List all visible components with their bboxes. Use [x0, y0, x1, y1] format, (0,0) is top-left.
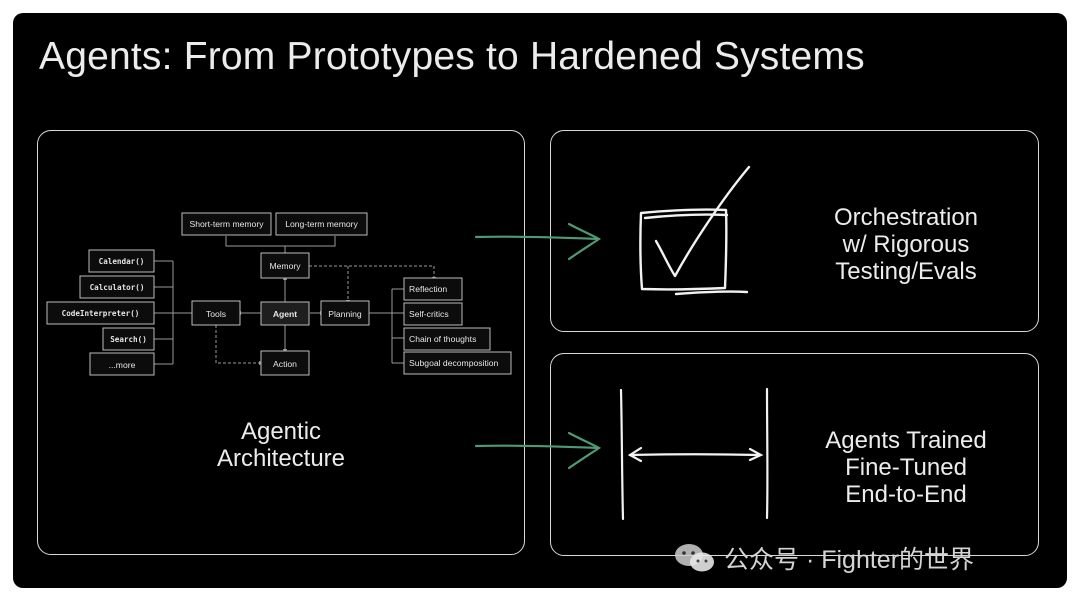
arrow-top-head — [567, 222, 602, 261]
tools-label: Tools — [206, 309, 226, 319]
checkbox-bottom-stroke — [674, 290, 749, 296]
tool-list: Calendar() Calculator() CodeInterpreter(… — [46, 249, 155, 376]
checkbox-top-retrace — [643, 213, 729, 220]
short-term-memory-box — [181, 212, 272, 236]
orchestration-line-3: Testing/Evals — [835, 258, 977, 285]
tool-calendar-box — [88, 249, 155, 273]
arrow-top-shaft — [474, 235, 600, 241]
dashed-memory-reflection — [309, 265, 435, 278]
planning-list: Reflection Self-critics Chain of thought… — [403, 277, 512, 375]
connector-memory-types — [225, 236, 336, 247]
span-arrow-sketch-icon — [619, 387, 769, 521]
tool-more-label: ...more — [109, 360, 136, 370]
slide: Agents: From Prototypes to Hardened Syst… — [13, 13, 1067, 588]
reflection-box — [403, 277, 463, 301]
orchestration-label: Orchestration w/ Rigorous Testing/Evals — [803, 204, 1009, 285]
action-label: Action — [273, 359, 297, 369]
core-nodes: Memory Agent Tools Planning Action — [191, 252, 370, 376]
agentic-architecture-panel — [37, 130, 525, 555]
self-critics-label: Self-critics — [409, 309, 449, 319]
wechat-icon — [675, 544, 714, 572]
watermark-text: 公众号 · Fighter的世界 — [724, 546, 975, 574]
agent-label: Agent — [273, 309, 297, 319]
self-critics-box — [403, 302, 463, 326]
tool-search-label: Search() — [110, 335, 147, 344]
trained-agents-label: Agents Trained Fine-Tuned End-to-End — [803, 427, 1009, 508]
green-arrow-icon — [474, 222, 602, 470]
dashed-tools-action — [215, 325, 260, 364]
trained-agents-panel — [550, 353, 1039, 556]
arrow-bottom-head — [567, 431, 602, 470]
architecture-line-1: Agentic — [240, 418, 322, 445]
tool-codeinterpreter-box — [46, 301, 155, 325]
orchestration-panel — [550, 130, 1039, 332]
span-left-bar — [619, 388, 625, 521]
connector-tool-branches — [154, 260, 173, 365]
connector-planning-branches — [392, 288, 404, 364]
arrow-bottom-shaft — [474, 444, 600, 450]
trained-line-2: Fine-Tuned — [845, 454, 967, 481]
subgoal-decomposition-box — [403, 351, 512, 375]
tool-calendar-label: Calendar() — [99, 257, 145, 266]
chain-of-thoughts-box — [403, 327, 491, 351]
long-term-memory-label: Long-term memory — [285, 219, 358, 229]
tool-search-box — [102, 327, 155, 351]
chain-of-thoughts-label: Chain of thoughts — [409, 334, 476, 344]
span-right-head — [748, 447, 764, 462]
orchestration-line-1: Orchestration — [833, 204, 979, 231]
memory-box — [260, 252, 310, 279]
agent-box — [260, 301, 310, 326]
trained-line-3: End-to-End — [845, 481, 967, 508]
subgoal-decomposition-label: Subgoal decomposition — [409, 358, 499, 368]
span-left-head — [627, 446, 643, 463]
memory-types: Short-term memory Long-term memory — [181, 212, 368, 236]
checkbox-tick — [654, 165, 751, 278]
checkbox-sketch-icon — [639, 165, 751, 296]
tool-codeinterpreter-label: CodeInterpreter() — [62, 309, 140, 318]
reflection-label: Reflection — [409, 284, 447, 294]
slide-title: Agents: From Prototypes to Hardened Syst… — [39, 35, 865, 78]
span-shaft — [628, 453, 762, 457]
orchestration-line-2: w/ Rigorous — [842, 231, 970, 258]
memory-label: Memory — [269, 261, 301, 271]
planning-box — [320, 300, 370, 326]
planning-label: Planning — [328, 309, 362, 319]
agentic-architecture-label: Agentic Architecture — [197, 418, 365, 472]
checkbox-square — [639, 208, 728, 291]
action-box — [260, 350, 310, 376]
trained-line-1: Agents Trained — [825, 427, 987, 454]
tool-more-box — [89, 352, 155, 376]
tools-box — [191, 300, 241, 326]
long-term-memory-box — [275, 212, 368, 236]
architecture-line-2: Architecture — [216, 445, 346, 472]
tool-calculator-box — [79, 275, 155, 299]
diagram-canvas: Short-term memory Long-term memory Memor… — [46, 165, 769, 521]
tool-calculator-label: Calculator() — [90, 283, 145, 292]
short-term-memory-label: Short-term memory — [189, 219, 264, 229]
